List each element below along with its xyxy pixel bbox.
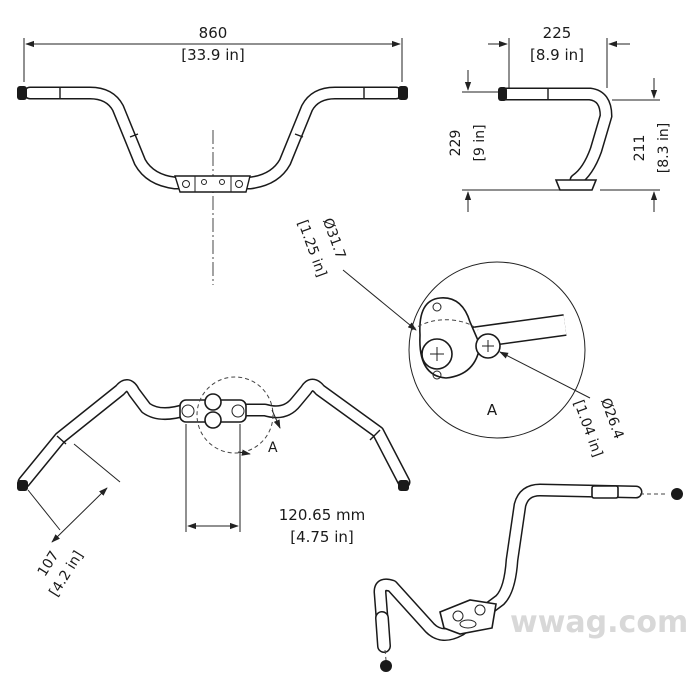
- detail-a: A Ø31.7 [1.25 in] Ø26.4 [1.04 in]: [294, 216, 626, 459]
- top-left-end-cap: [17, 480, 28, 491]
- grip-diameter-leader: [499, 351, 591, 399]
- riser-spacing-value: 120.65 mm: [279, 506, 365, 524]
- pullback-value: 211: [632, 135, 648, 162]
- grip-length-dimension-line: [51, 487, 108, 543]
- front-view: 860 [33.9 in]: [17, 24, 408, 285]
- left-bar-end-cap: [17, 86, 27, 100]
- iso-right-end-cap: [671, 488, 683, 500]
- top-riser-clamp: [179, 393, 247, 429]
- rise-imperial: [9 in]: [472, 124, 488, 161]
- depth-imperial: [8.9 in]: [530, 46, 584, 64]
- detail-label: A: [487, 401, 498, 419]
- top-right-end-cap: [398, 480, 409, 491]
- riser-spacing-imperial: [4.75 in]: [290, 528, 354, 546]
- right-bar-end-cap: [398, 86, 408, 100]
- depth-value: 225: [543, 24, 572, 42]
- riser-clamp: [174, 175, 251, 193]
- iso-left-end-cap: [380, 660, 392, 672]
- detail-callout-label: A: [268, 440, 278, 456]
- clamp-diameter-value: Ø31.7: [319, 216, 348, 261]
- side-view: 225 [8.9 in] 229 [9 in] 211 [8.3 in]: [448, 24, 672, 212]
- grip-diameter-value: Ø26.4: [597, 396, 626, 441]
- top-view: A 120.65 mm [4.75 in] 107 [4.2 in]: [17, 376, 411, 599]
- side-clamp-base: [554, 179, 598, 191]
- iso-grip-sleeve: [591, 485, 619, 499]
- isometric-view: [373, 483, 683, 672]
- overall-width-imperial: [33.9 in]: [181, 46, 245, 64]
- side-bar-end-cap: [498, 87, 507, 101]
- clamp-diameter-leader: [342, 269, 417, 331]
- rise-value: 229: [448, 130, 464, 157]
- watermark: wwag.com: [510, 605, 688, 640]
- pullback-imperial: [8.3 in]: [656, 123, 672, 173]
- detail-a-callout-circle: [196, 376, 274, 454]
- detail-circle: [408, 261, 586, 439]
- iso-riser-clamp: [439, 599, 497, 635]
- overall-width-value: 860: [199, 24, 228, 42]
